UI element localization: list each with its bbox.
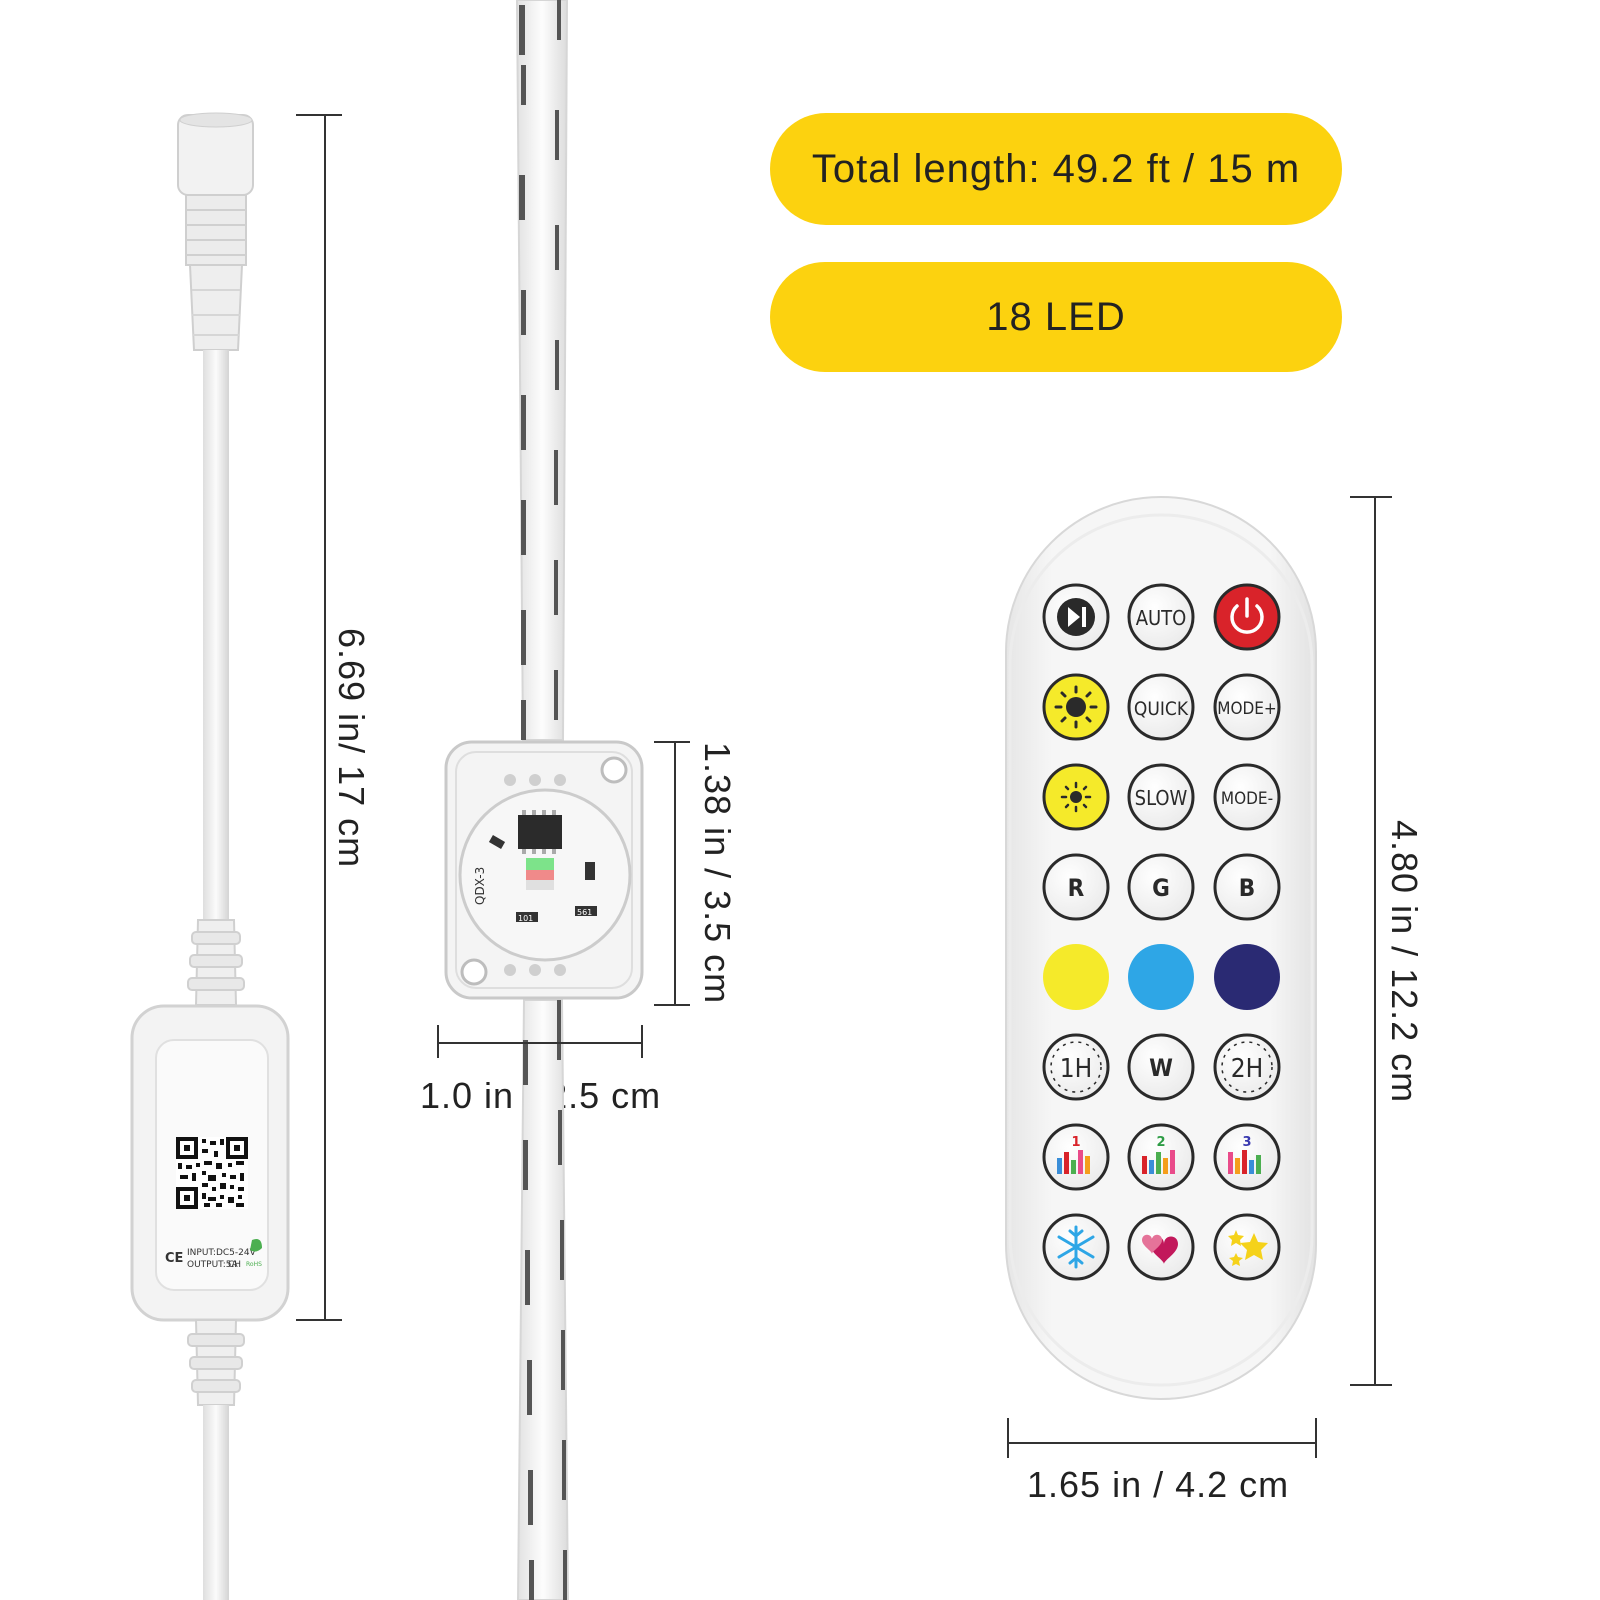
led-chip-red xyxy=(526,870,554,880)
power-cable-upper xyxy=(203,350,229,920)
mounting-hole-icon xyxy=(600,756,628,784)
play-pause-button[interactable] xyxy=(1042,583,1110,651)
snowflake-scene-button[interactable] xyxy=(1042,1213,1110,1281)
play-pause-icon xyxy=(1068,607,1080,627)
stars-scene-button[interactable] xyxy=(1213,1213,1281,1281)
controller-assembly: CE INPUT:DC5-24V OUTPUT:5A CH RoHS xyxy=(130,112,290,1600)
cyan-color-button[interactable] xyxy=(1128,944,1194,1010)
power-cable-lower xyxy=(203,1405,229,1600)
resistor-label: 561 xyxy=(577,908,592,917)
slow-button[interactable]: SLOW xyxy=(1127,763,1195,831)
music-mode-2-label: 2 xyxy=(1156,1135,1165,1150)
auto-button[interactable]: AUTO xyxy=(1127,583,1195,651)
mode-plus-label: MODE+ xyxy=(1217,699,1277,719)
rohs-mark: RoHS xyxy=(246,1261,262,1268)
ic-chip xyxy=(518,815,562,849)
led-module: 561 101 QDX-3 xyxy=(444,740,644,1000)
timer-1h-button[interactable]: 1H xyxy=(1042,1033,1110,1101)
equalizer-icon xyxy=(1228,1150,1261,1174)
remote-width-dimension-label: 1.65 in / 4.2 cm xyxy=(1027,1464,1290,1505)
leaf-icon xyxy=(250,1239,262,1252)
controller-output-rating: OUTPUT:5A xyxy=(187,1260,238,1270)
music-mode-3-button[interactable]: 3 xyxy=(1213,1123,1281,1191)
equalizer-icon xyxy=(1057,1150,1090,1174)
snowflake-icon xyxy=(1057,1225,1095,1269)
slow-label: SLOW xyxy=(1135,786,1188,810)
power-icon xyxy=(1230,604,1264,634)
star-icon xyxy=(1240,1233,1268,1260)
remote-dimension-brackets xyxy=(1007,496,1392,1458)
controller-dimension-bracket xyxy=(296,114,342,1321)
music-mode-1-button[interactable]: 1 xyxy=(1042,1123,1110,1191)
white-button[interactable]: W xyxy=(1127,1033,1195,1101)
dc-jack-boot xyxy=(188,264,244,351)
yellow-color-button[interactable] xyxy=(1043,944,1109,1010)
total-length-badge: Total length: 49.2 ft / 15 m xyxy=(770,113,1342,225)
resistor-label: 101 xyxy=(518,914,533,923)
total-length-text: Total length: 49.2 ft / 15 m xyxy=(811,146,1301,191)
green-label: G xyxy=(1152,874,1170,902)
music-mode-2-button[interactable]: 2 xyxy=(1127,1123,1195,1191)
controller-ch-mark: CH xyxy=(228,1260,241,1270)
chip-marking: QDX-3 xyxy=(473,867,487,905)
heart-icon xyxy=(1142,1234,1162,1254)
clock-icon xyxy=(1221,1041,1273,1093)
music-mode-3-label: 3 xyxy=(1242,1135,1251,1150)
ce-mark: CE xyxy=(165,1251,183,1266)
clock-icon xyxy=(1050,1041,1102,1093)
mode-plus-button[interactable]: MODE+ xyxy=(1213,673,1281,741)
led-strip xyxy=(515,0,570,1600)
blue-label: B xyxy=(1239,874,1255,902)
auto-label: AUTO xyxy=(1136,606,1187,630)
timer-2h-button[interactable]: 2H xyxy=(1213,1033,1281,1101)
brightness-down-button[interactable] xyxy=(1042,763,1110,831)
qr-code-icon xyxy=(176,1137,248,1209)
mode-minus-button[interactable]: MODE- xyxy=(1213,763,1281,831)
power-button[interactable] xyxy=(1213,583,1281,651)
red-label: R xyxy=(1068,874,1085,902)
mounting-hole-icon xyxy=(460,958,488,986)
equalizer-icon xyxy=(1142,1150,1175,1174)
music-mode-1-label: 1 xyxy=(1071,1135,1080,1150)
star-icon xyxy=(1228,1230,1244,1246)
timer-1h-label: 1H xyxy=(1060,1054,1092,1084)
sun-small-icon xyxy=(1070,791,1082,803)
red-button[interactable]: R xyxy=(1042,853,1110,921)
module-dimension-brackets xyxy=(437,741,690,1058)
sun-large-icon xyxy=(1066,697,1086,717)
white-label: W xyxy=(1149,1054,1173,1082)
mode-minus-label: MODE- xyxy=(1221,789,1273,809)
quick-button[interactable]: QUICK xyxy=(1127,673,1195,741)
hearts-scene-button[interactable] xyxy=(1127,1213,1195,1281)
controller-input-rating: INPUT:DC5-24V xyxy=(187,1248,257,1258)
star-icon xyxy=(1229,1253,1243,1266)
navy-color-button[interactable] xyxy=(1214,944,1280,1010)
timer-2h-label: 2H xyxy=(1231,1054,1263,1084)
dc-jack-grip xyxy=(185,194,247,266)
green-button[interactable]: G xyxy=(1127,853,1195,921)
brightness-up-button[interactable] xyxy=(1042,673,1110,741)
led-count-badge: 18 LED xyxy=(770,262,1342,372)
led-count-text: 18 LED xyxy=(986,294,1126,339)
blue-button[interactable]: B xyxy=(1213,853,1281,921)
quick-label: QUICK xyxy=(1134,698,1189,720)
led-chip-green xyxy=(526,858,554,870)
